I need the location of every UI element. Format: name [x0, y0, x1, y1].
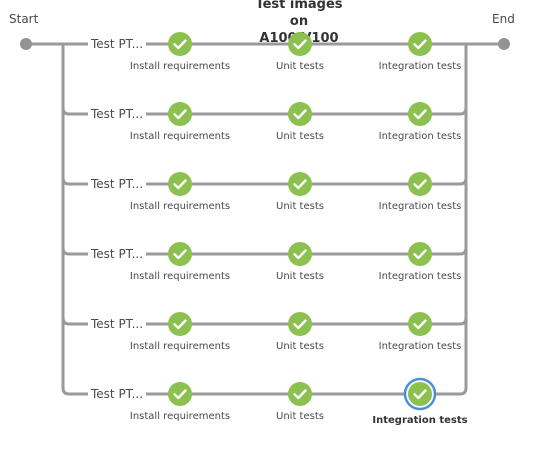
- step-label[interactable]: Unit tests: [276, 61, 324, 72]
- pipeline-branch: Test PT... Install requirements Unit test…: [0, 242, 534, 324]
- step-label[interactable]: Install requirements: [129, 201, 231, 212]
- status-success: [408, 32, 432, 56]
- check-icon: [293, 389, 307, 400]
- step-label[interactable]: Integration tests: [378, 61, 462, 72]
- check-icon: [413, 39, 427, 50]
- pipeline-branch: Test PT... Install requirements Unit test…: [0, 172, 534, 254]
- branch-label[interactable]: Test PT...: [88, 386, 147, 402]
- step-node[interactable]: [288, 382, 312, 406]
- step-node[interactable]: [288, 242, 312, 266]
- status-success: [168, 242, 192, 266]
- branch-line: [61, 177, 468, 186]
- stage-title-line1: Test images on: [255, 0, 343, 29]
- step-label[interactable]: Install requirements: [129, 271, 231, 282]
- check-icon: [173, 389, 187, 400]
- check-icon: [293, 319, 307, 330]
- pipeline-graph: Start End Test images on A100/V100 Test …: [0, 0, 534, 426]
- step-node[interactable]: [168, 242, 192, 266]
- status-success: [408, 172, 432, 196]
- branch-line: [61, 247, 468, 256]
- status-success: [168, 172, 192, 196]
- step-label[interactable]: Unit tests: [276, 201, 324, 212]
- step-label[interactable]: Unit tests: [276, 131, 324, 142]
- step-node[interactable]: [168, 172, 192, 196]
- step-label[interactable]: Unit tests: [276, 411, 324, 422]
- check-icon: [173, 249, 187, 260]
- step-node[interactable]: [408, 172, 432, 196]
- branch-label[interactable]: Test PT...: [88, 176, 147, 192]
- pipeline-connectors: [20, 38, 510, 396]
- status-success: [168, 102, 192, 126]
- status-success: [288, 102, 312, 126]
- branch-label[interactable]: Test PT...: [88, 246, 147, 262]
- step-label[interactable]: Integration tests: [378, 201, 462, 212]
- branch-line: [61, 107, 468, 116]
- check-icon: [293, 109, 307, 120]
- step-node[interactable]: [288, 32, 312, 56]
- step-node[interactable]: [403, 377, 437, 411]
- check-icon: [293, 39, 307, 50]
- check-icon: [413, 109, 427, 120]
- status-success: [288, 32, 312, 56]
- pipeline-branch: Test PT... Install requirements Unit test…: [0, 32, 534, 114]
- check-icon: [173, 39, 187, 50]
- step-label[interactable]: Unit tests: [276, 341, 324, 352]
- status-success: [168, 312, 192, 336]
- step-label[interactable]: Integration tests: [372, 415, 468, 426]
- status-success: [408, 382, 432, 406]
- check-icon: [173, 179, 187, 190]
- step-node[interactable]: [408, 32, 432, 56]
- step-node[interactable]: [168, 102, 192, 126]
- check-icon: [293, 249, 307, 260]
- branch-label[interactable]: Test PT...: [88, 316, 147, 332]
- check-icon: [413, 389, 427, 400]
- status-success: [288, 312, 312, 336]
- status-success: [408, 242, 432, 266]
- branch-label[interactable]: Test PT...: [88, 36, 147, 52]
- check-icon: [293, 179, 307, 190]
- step-node[interactable]: [168, 312, 192, 336]
- pipeline-branch: Test PT... Install requirements Unit test…: [0, 102, 534, 184]
- end-node[interactable]: [498, 38, 510, 50]
- status-success: [288, 172, 312, 196]
- branch-label[interactable]: Test PT...: [88, 106, 147, 122]
- step-node[interactable]: [288, 312, 312, 336]
- step-label[interactable]: Install requirements: [129, 341, 231, 352]
- step-node[interactable]: [408, 242, 432, 266]
- check-icon: [413, 319, 427, 330]
- status-success: [168, 32, 192, 56]
- end-label: End: [492, 12, 515, 26]
- step-node[interactable]: [168, 32, 192, 56]
- step-node[interactable]: [408, 102, 432, 126]
- step-label[interactable]: Integration tests: [378, 271, 462, 282]
- status-success: [168, 382, 192, 406]
- branch-line: [61, 387, 468, 396]
- step-label[interactable]: Integration tests: [378, 341, 462, 352]
- step-node[interactable]: [288, 102, 312, 126]
- check-icon: [413, 179, 427, 190]
- status-success: [288, 382, 312, 406]
- step-label[interactable]: Install requirements: [129, 61, 231, 72]
- start-node[interactable]: [20, 38, 32, 50]
- start-label: Start: [9, 12, 39, 26]
- step-node[interactable]: [168, 382, 192, 406]
- status-success: [408, 312, 432, 336]
- status-success: [288, 242, 312, 266]
- step-node[interactable]: [408, 312, 432, 336]
- branch-line: [61, 317, 468, 326]
- check-icon: [413, 249, 427, 260]
- status-success: [408, 102, 432, 126]
- step-label[interactable]: Unit tests: [276, 271, 324, 282]
- pipeline-branch: Test PT... Install requirements Unit test…: [0, 312, 534, 394]
- step-label[interactable]: Integration tests: [378, 131, 462, 142]
- step-node[interactable]: [288, 172, 312, 196]
- pipeline-branch: Test PT... Install requirements Unit test…: [0, 377, 534, 464]
- check-icon: [173, 109, 187, 120]
- check-icon: [173, 319, 187, 330]
- step-label[interactable]: Install requirements: [129, 131, 231, 142]
- step-label[interactable]: Install requirements: [129, 411, 231, 422]
